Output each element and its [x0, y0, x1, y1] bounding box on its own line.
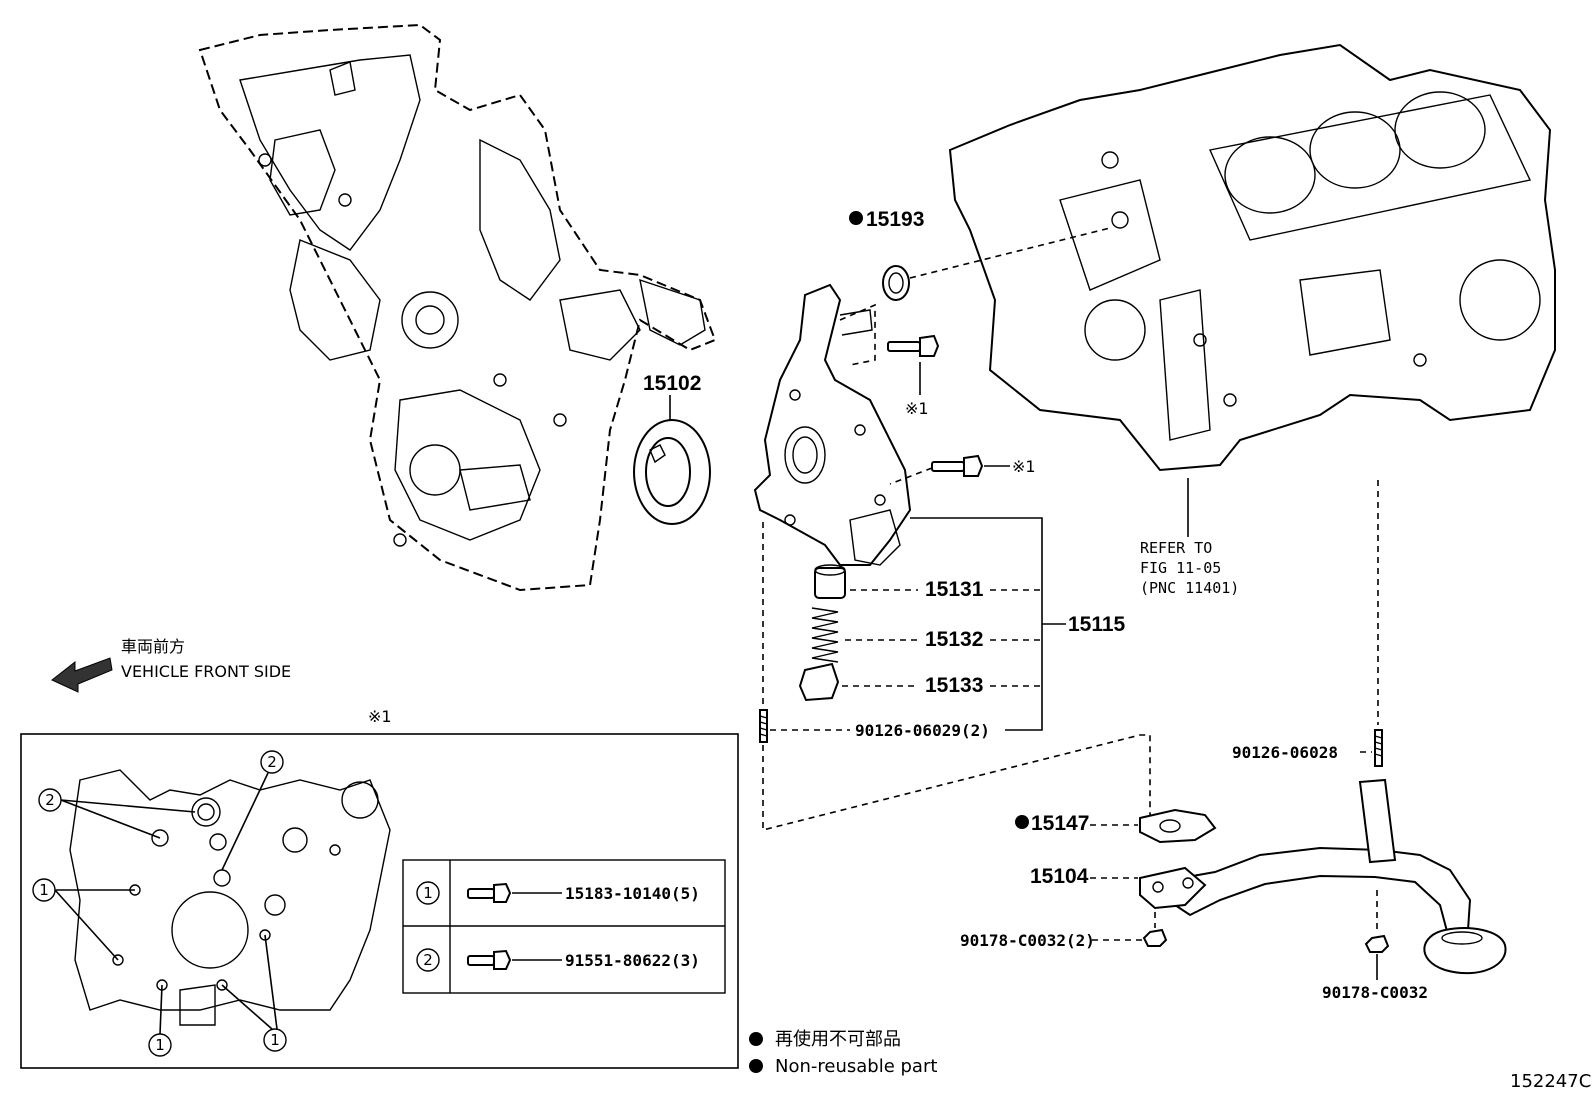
- part-number-15131: 15131: [925, 578, 984, 601]
- detail-callout-2-top: 2: [221, 750, 284, 871]
- bolt-91551-icon: [467, 949, 512, 970]
- gasket-15147-drawing: [1139, 808, 1217, 844]
- non-reusable-mark-15193: [849, 211, 863, 225]
- cylinder-block-drawing: [948, 43, 1556, 472]
- detail-table-row-1: 1 15183-10140(5): [416, 881, 700, 905]
- part-number-15132: 15132: [925, 628, 983, 651]
- bolt-lower-drawing: [931, 454, 984, 477]
- bolt-part-number-91551: 91551-80622(3): [565, 951, 700, 970]
- detail-cover-drawing: [69, 769, 391, 1026]
- part-number-15133: 15133: [925, 674, 983, 697]
- oil-strainer-pipe-drawing: [1139, 778, 1507, 975]
- non-reusable-mark-15147: [1015, 815, 1029, 829]
- part-number-90126-06029: 90126-06029(2): [855, 721, 990, 740]
- part-number-90178-c0032: 90178-C0032: [1322, 983, 1428, 1002]
- bolt-upper-drawing: [887, 334, 940, 357]
- dash-15193-to-block: [909, 227, 1111, 279]
- relief-valve-plunger-drawing: [814, 564, 846, 599]
- o-ring-15193-drawing: [882, 265, 910, 301]
- part-number-15193: 15193: [866, 208, 924, 231]
- legend-bullet-jp: [749, 1032, 763, 1046]
- detail-callout-1-bottom-left: 1: [148, 984, 172, 1057]
- refer-note-line2: FIG 11-05: [1140, 559, 1221, 577]
- detail-table-row-2: 2 91551-80622(3): [416, 948, 700, 972]
- direction-label-jp: 車両前方: [121, 637, 185, 656]
- figure-id: 152247C: [1510, 1071, 1591, 1092]
- detail-callout-2-left: 2: [38, 788, 196, 839]
- svg-text:1: 1: [270, 1031, 280, 1049]
- svg-text:1: 1: [155, 1036, 165, 1054]
- stud-bolt-left-drawing: [759, 709, 768, 743]
- vehicle-front-arrow-icon: [51, 657, 113, 693]
- part-number-15104: 15104: [1030, 865, 1089, 888]
- nut-right-drawing: [1364, 934, 1390, 953]
- svg-text:2: 2: [267, 753, 277, 771]
- direction-label-en: VEHICLE FRONT SIDE: [121, 662, 291, 681]
- detail-callout-1-bottom-right: 1: [221, 934, 287, 1052]
- part-number-90126-06028: 90126-06028: [1232, 743, 1338, 762]
- star1-label-lower: ※1: [1012, 457, 1036, 476]
- svg-text:2: 2: [45, 791, 55, 809]
- svg-text:2: 2: [423, 951, 433, 969]
- detail-bolt-table: [402, 859, 726, 994]
- relief-valve-plug-drawing: [798, 662, 840, 702]
- timing-chain-cover-drawing: [198, 23, 717, 592]
- detail-box-frame: [20, 733, 739, 1069]
- refer-note-line3: (PNC 11401): [1140, 579, 1239, 597]
- svg-text:1: 1: [39, 881, 49, 899]
- dash-lower-bolt: [889, 467, 933, 485]
- bracket-15115: [910, 517, 1043, 731]
- part-number-15115: 15115: [1068, 613, 1126, 636]
- stud-bolt-right-drawing: [1374, 729, 1383, 767]
- bolt-15183-icon: [467, 882, 512, 903]
- part-number-90178-c0032-2: 90178-C0032(2): [960, 931, 1095, 950]
- bolt-part-number-15183: 15183-10140(5): [565, 884, 700, 903]
- nut-left-drawing: [1142, 928, 1168, 947]
- oil-pump-assembly-drawing: [753, 283, 912, 566]
- part-number-15102: 15102: [643, 372, 701, 395]
- star1-label-upper: ※1: [905, 399, 929, 418]
- svg-text:1: 1: [423, 884, 433, 902]
- part-number-15147: 15147: [1031, 812, 1089, 835]
- crankshaft-oil-seal-drawing: [633, 419, 711, 525]
- relief-valve-spring-drawing: [811, 607, 839, 663]
- detail-box-title: ※1: [368, 707, 392, 726]
- dash-stud-to-gasket: [762, 734, 1151, 832]
- refer-note-line1: REFER TO: [1140, 539, 1212, 557]
- legend-label-jp: 再使用不可部品: [775, 1029, 901, 1050]
- legend-label-en: Non-reusable part: [775, 1056, 937, 1077]
- legend-bullet-en: [749, 1059, 763, 1073]
- detail-callout-1-left: 1: [32, 878, 135, 961]
